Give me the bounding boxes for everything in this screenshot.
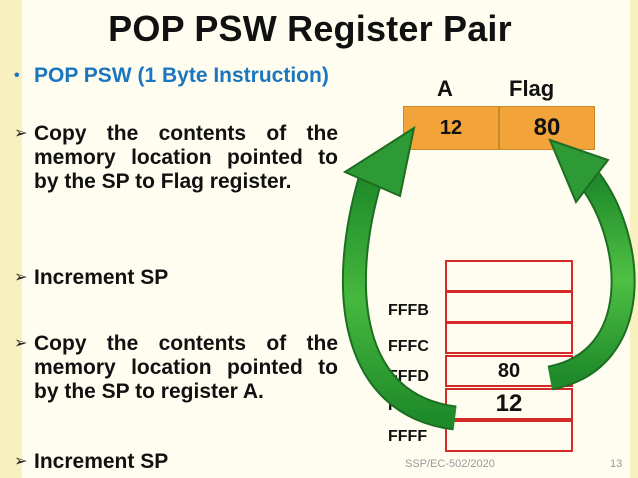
address-fffb: FFFB — [388, 302, 429, 319]
right-decor-band — [630, 0, 638, 478]
bullet-text: Copy the contents of the memory location… — [34, 122, 338, 193]
bullet-text: POP PSW (1 Byte Instruction) — [34, 64, 329, 87]
memory-cell — [445, 260, 573, 292]
bullet-text: Copy the contents of the memory location… — [34, 332, 338, 403]
arrow-bullet-icon: ➢ — [14, 125, 28, 142]
address-ffff: FFFF — [388, 428, 428, 445]
register-a-box: 12 — [403, 106, 499, 150]
bullet-increment-sp-1: ➢ Increment SP — [14, 266, 338, 290]
left-decor-band — [0, 0, 22, 478]
footer-page-number: 13 — [610, 458, 623, 470]
register-a-value: 12 — [439, 116, 463, 139]
arrow-bullet-icon: ➢ — [14, 335, 28, 352]
memory-cell-ffff — [445, 420, 573, 452]
register-flag-value: 80 — [533, 114, 561, 141]
bullet-text: Increment SP — [34, 266, 169, 289]
bullet-increment-sp-2: ➢ Increment SP — [14, 450, 338, 474]
bullet-dot-icon: • — [14, 67, 20, 84]
arrow-memory-to-flag-icon — [547, 138, 636, 391]
slide-title: POP PSW Register Pair — [108, 8, 512, 49]
bullet-text: Increment SP — [34, 450, 169, 473]
memory-cell — [445, 291, 573, 323]
bullet-copy-flag: ➢ Copy the contents of the memory locati… — [14, 122, 338, 194]
register-flag-box: 80 — [499, 106, 595, 150]
address-fffc: FFFC — [388, 338, 429, 355]
register-flag-label: Flag — [509, 76, 555, 101]
footer-course-code: SSP/EC-502/2020 — [405, 458, 495, 470]
memory-cell — [445, 322, 573, 354]
register-a-label: A — [437, 76, 453, 101]
memory-value-fffd: 80 — [497, 359, 521, 382]
bullet-copy-a: ➢ Copy the contents of the memory locati… — [14, 332, 338, 404]
arrow-bullet-icon: ➢ — [14, 453, 28, 470]
memory-value-fffe: 12 — [495, 390, 523, 417]
arrow-bullet-icon: ➢ — [14, 269, 28, 286]
bullet-instruction: • POP PSW (1 Byte Instruction) — [14, 64, 338, 88]
arrow-memory-to-a-icon — [341, 125, 457, 431]
